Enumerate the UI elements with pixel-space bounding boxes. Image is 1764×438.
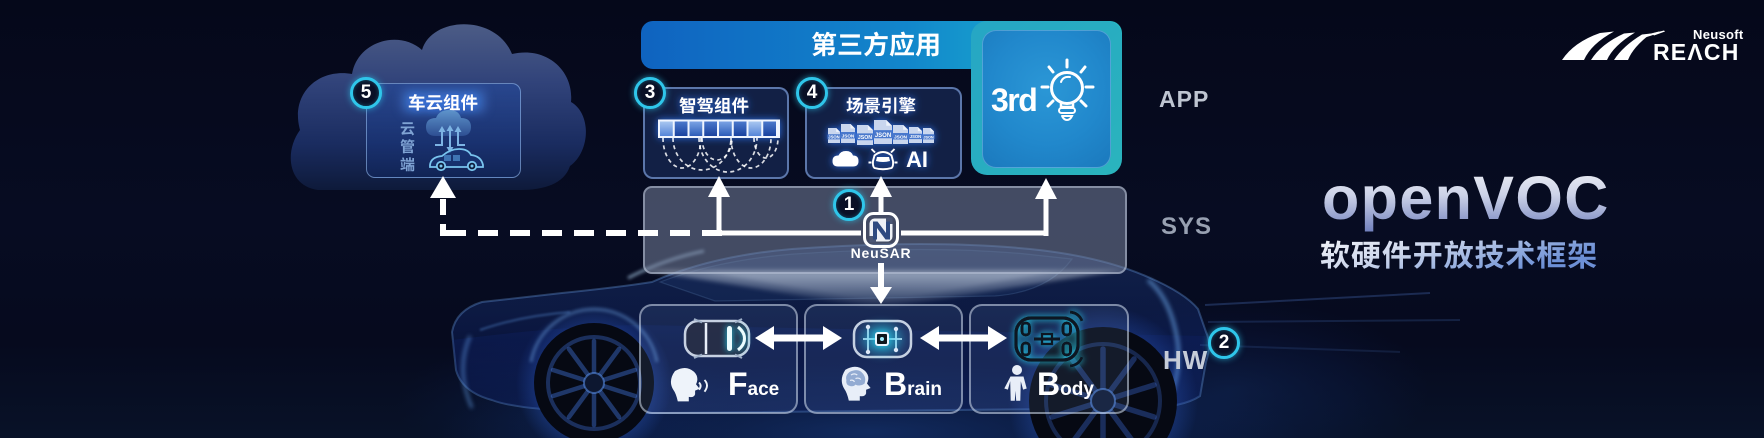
svg-text:JSON: JSON xyxy=(842,133,855,138)
svg-text:JSON: JSON xyxy=(858,135,872,141)
svg-text:JSON: JSON xyxy=(894,134,908,140)
svg-text:JSON: JSON xyxy=(923,135,934,139)
svg-text:NeuSAR: NeuSAR xyxy=(851,245,912,261)
svg-text:Neusoft: Neusoft xyxy=(1693,27,1744,42)
svg-text:JSON: JSON xyxy=(910,134,921,139)
svg-text:AI: AI xyxy=(906,147,928,172)
svg-text:JSON: JSON xyxy=(875,133,891,139)
svg-text:REΛCH: REΛCH xyxy=(1653,39,1740,65)
svg-text:JSON: JSON xyxy=(828,134,839,139)
svg-text:openVOC: openVOC xyxy=(1322,164,1610,232)
